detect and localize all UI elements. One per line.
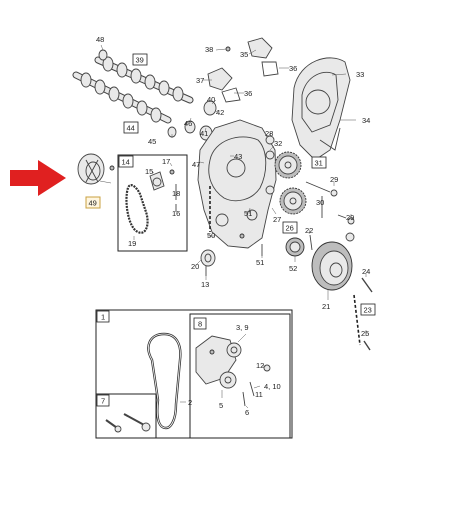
callout-18: 18 xyxy=(172,189,180,198)
svg-text:23: 23 xyxy=(364,306,372,315)
callout-36-top: 36 xyxy=(289,64,297,73)
callout-24: 24 xyxy=(362,267,370,276)
bolt-17 xyxy=(169,169,175,175)
bolt-column-23 xyxy=(353,294,361,346)
callout-21: 21 xyxy=(322,302,330,311)
svg-text:26: 26 xyxy=(286,224,294,233)
callout-34: 34 xyxy=(362,116,370,125)
leader-lines xyxy=(99,44,367,336)
callout-40: 40 xyxy=(207,95,215,104)
callout-20: 20 xyxy=(191,262,199,271)
callout-30: 30 xyxy=(316,198,324,207)
bolt-12 xyxy=(263,364,271,372)
callout-12: 12 xyxy=(256,361,264,370)
red-pointer-arrow xyxy=(10,160,66,196)
boxed-label-7: 7 xyxy=(96,394,110,407)
bolt-24 xyxy=(361,277,373,293)
cam-gear-upper xyxy=(274,151,302,179)
boxed-label-8: 8 xyxy=(193,317,207,330)
callout-43: 43 xyxy=(234,152,242,161)
upper-camshaft xyxy=(94,56,194,104)
callout-4-10: 4, 10 xyxy=(264,382,281,391)
callout-41: 41 xyxy=(200,129,208,138)
boxed-label-44: 44 xyxy=(123,121,139,134)
callout-47: 47 xyxy=(192,160,200,169)
lower-camshaft xyxy=(72,71,172,124)
svg-text:44: 44 xyxy=(127,124,135,133)
callout-32: 32 xyxy=(274,139,282,148)
callout-19: 19 xyxy=(128,239,136,248)
bolt-6 xyxy=(242,391,246,407)
crank-hub-20 xyxy=(200,249,216,267)
callout-50: 50 xyxy=(207,231,215,240)
callout-2: 2 xyxy=(188,398,192,407)
callout-3-9: 3, 9 xyxy=(236,323,249,332)
svg-text:49: 49 xyxy=(89,199,97,208)
callout-37: 37 xyxy=(196,76,204,85)
crank-pulley xyxy=(311,232,355,291)
seal-48 xyxy=(98,49,108,61)
washer-32 xyxy=(265,150,275,160)
bolts-group-7 xyxy=(105,413,151,433)
callout-48: 48 xyxy=(96,35,104,44)
callout-17: 17 xyxy=(162,157,170,166)
callout-15: 15 xyxy=(145,167,153,176)
callout-33: 33 xyxy=(356,70,364,79)
callout-27: 27 xyxy=(273,215,281,224)
boxed-label-31: 31 xyxy=(311,156,327,169)
svg-text:8: 8 xyxy=(198,320,202,329)
bolt-25 xyxy=(363,340,371,351)
callout-22: 22 xyxy=(305,226,313,235)
idler-pulley-52 xyxy=(285,237,305,257)
sensor-assembly-top xyxy=(207,37,279,103)
group-frame-7 xyxy=(95,393,157,439)
boxed-label-23: 23 xyxy=(360,303,376,316)
callout-16: 16 xyxy=(172,209,180,218)
bolt-11 xyxy=(249,381,255,397)
group-frame-8 xyxy=(189,313,291,439)
callout-38: 38 xyxy=(205,45,213,54)
callout-36-mid: 36 xyxy=(244,89,252,98)
svg-text:7: 7 xyxy=(101,397,105,406)
svg-text:1: 1 xyxy=(101,313,105,322)
cam-gear-lower xyxy=(279,187,307,215)
boxed-label-49: 49 xyxy=(85,196,101,209)
callout-46: 46 xyxy=(184,119,192,128)
timing-cover xyxy=(291,57,351,161)
svg-text:14: 14 xyxy=(122,158,130,167)
group-frame-14 xyxy=(117,154,188,252)
callout-6: 6 xyxy=(245,408,249,417)
callout-45: 45 xyxy=(148,137,156,146)
boxed-label-1: 1 xyxy=(96,310,110,323)
callout-28: 28 xyxy=(265,129,273,138)
callout-29-lower: 29 xyxy=(346,213,354,222)
timing-belt xyxy=(125,184,149,234)
callout-29-upper: 29 xyxy=(330,175,338,184)
seal-40 xyxy=(203,100,217,116)
callout-51-mid: 51 xyxy=(244,209,252,218)
washer-27 xyxy=(265,185,275,195)
callout-13: 13 xyxy=(201,280,209,289)
pump-49 xyxy=(77,153,115,185)
callout-11: 11 xyxy=(255,390,263,399)
belt-tensioner-assembly xyxy=(195,335,242,389)
callout-35: 35 xyxy=(240,50,248,59)
boxed-label-14: 14 xyxy=(118,155,134,168)
svg-text:31: 31 xyxy=(315,159,323,168)
tensioner-15 xyxy=(149,171,165,191)
callout-42: 42 xyxy=(216,108,224,117)
svg-text:39: 39 xyxy=(136,56,144,65)
boxed-label-39: 39 xyxy=(132,53,148,66)
engine-backplate xyxy=(197,119,277,249)
callout-51-low: 51 xyxy=(256,258,264,267)
callout-25: 25 xyxy=(361,329,369,338)
callout-5: 5 xyxy=(219,401,223,410)
boxed-label-26: 26 xyxy=(282,221,298,234)
callout-52: 52 xyxy=(289,264,297,273)
